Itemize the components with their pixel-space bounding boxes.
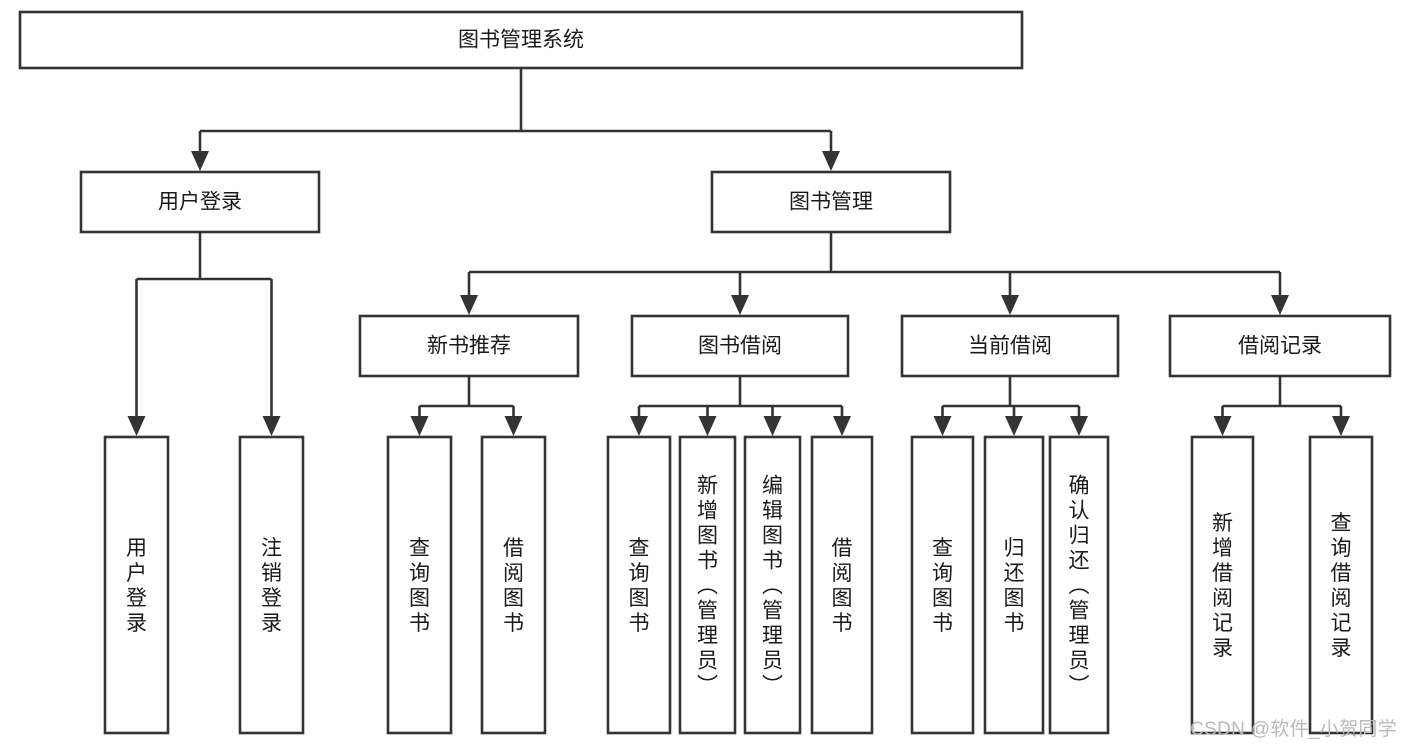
node-leaf-borrow-book-2[interactable]: 借阅图书 — [810, 435, 874, 735]
node-label-leaf-user-logout: 注销登录 — [261, 537, 282, 635]
node-leaf-add-book[interactable]: 新增图书︵管理员︶ — [678, 435, 737, 735]
connector-layer — [127, 68, 1350, 436]
node-leaf-query-book-3[interactable]: 查询图书 — [910, 435, 975, 735]
node-label-current-borrow: 当前借阅 — [968, 335, 1052, 358]
node-label-leaf-return-book: 归还图书 — [1004, 537, 1025, 635]
node-box-leaf-query-record — [1308, 435, 1374, 735]
node-box-user-login — [79, 170, 321, 234]
node-label-leaf-edit-book: 编辑图书︵管理员︶ — [762, 475, 783, 698]
node-layer: 图书管理系统用户登录图书管理新书推荐图书借阅当前借阅借阅记录用户登录注销登录查询… — [18, 10, 1392, 735]
node-box-current-borrow — [900, 314, 1120, 378]
node-leaf-user-logout[interactable]: 注销登录 — [238, 435, 305, 735]
node-box-leaf-query-book-1 — [386, 435, 453, 735]
node-box-leaf-add-record — [1190, 435, 1255, 735]
node-leaf-borrow-book-1[interactable]: 借阅图书 — [480, 435, 547, 735]
node-box-leaf-borrow-book-2 — [810, 435, 874, 735]
node-label-book-manage: 图书管理 — [789, 191, 873, 214]
node-box-leaf-borrow-book-1 — [480, 435, 547, 735]
node-label-leaf-add-record: 新增借阅记录 — [1212, 512, 1233, 660]
node-root[interactable]: 图书管理系统 — [18, 10, 1024, 70]
connector-group-book-borrow — [630, 376, 851, 436]
node-box-leaf-user-logout — [238, 435, 305, 735]
node-leaf-query-book-1[interactable]: 查询图书 — [386, 435, 453, 735]
connector-group-root — [191, 68, 840, 171]
node-book-borrow[interactable]: 图书借阅 — [630, 314, 850, 378]
node-leaf-confirm-return[interactable]: 确认归还︵管理员︶ — [1048, 435, 1110, 735]
node-box-book-manage — [710, 170, 952, 234]
node-box-leaf-add-book — [678, 435, 737, 735]
node-current-borrow[interactable]: 当前借阅 — [900, 314, 1120, 378]
node-box-book-borrow — [630, 314, 850, 378]
node-label-leaf-confirm-return: 确认归还︵管理员︶ — [1069, 475, 1090, 698]
node-box-new-book-rec — [358, 314, 580, 378]
node-leaf-return-book[interactable]: 归还图书 — [983, 435, 1045, 735]
node-label-book-borrow: 图书借阅 — [698, 335, 782, 358]
node-user-login[interactable]: 用户登录 — [79, 170, 321, 234]
connector-group-borrow-record — [1213, 376, 1350, 436]
node-box-leaf-edit-book — [743, 435, 802, 735]
node-label-leaf-borrow-book-2: 借阅图书 — [832, 537, 853, 635]
node-label-leaf-query-book-2: 查询图书 — [629, 537, 650, 635]
node-label-leaf-query-book-1: 查询图书 — [409, 537, 430, 635]
node-box-leaf-confirm-return — [1048, 435, 1110, 735]
node-borrow-record[interactable]: 借阅记录 — [1168, 314, 1392, 378]
node-label-leaf-borrow-book-1: 借阅图书 — [503, 537, 524, 635]
node-box-borrow-record — [1168, 314, 1392, 378]
connector-group-user-login — [127, 232, 281, 436]
connector-group-book-manage — [460, 232, 1289, 315]
node-leaf-query-book-2[interactable]: 查询图书 — [606, 435, 672, 735]
node-new-book-rec[interactable]: 新书推荐 — [358, 314, 580, 378]
node-label-leaf-user-login: 用户登录 — [126, 537, 147, 635]
node-label-leaf-query-book-3: 查询图书 — [932, 537, 953, 635]
watermark-label: CSDN @软件_小贺同学 — [1190, 719, 1397, 740]
node-box-leaf-query-book-3 — [910, 435, 975, 735]
node-label-user-login: 用户登录 — [158, 191, 242, 214]
node-label-new-book-rec: 新书推荐 — [427, 335, 511, 358]
node-book-manage[interactable]: 图书管理 — [710, 170, 952, 234]
node-box-root — [18, 10, 1024, 70]
node-leaf-add-record[interactable]: 新增借阅记录 — [1190, 435, 1255, 735]
node-label-leaf-query-record: 查询借阅记录 — [1331, 512, 1352, 660]
connector-group-new-book-rec — [410, 376, 523, 436]
node-label-root: 图书管理系统 — [458, 29, 584, 52]
node-box-leaf-return-book — [983, 435, 1045, 735]
node-box-leaf-query-book-2 — [606, 435, 672, 735]
node-label-leaf-add-book: 新增图书︵管理员︶ — [697, 475, 718, 698]
node-label-borrow-record: 借阅记录 — [1238, 335, 1322, 358]
node-leaf-edit-book[interactable]: 编辑图书︵管理员︶ — [743, 435, 802, 735]
node-leaf-user-login[interactable]: 用户登录 — [103, 435, 170, 735]
connector-group-current-borrow — [933, 376, 1088, 436]
node-box-leaf-user-login — [103, 435, 170, 735]
node-leaf-query-record[interactable]: 查询借阅记录 — [1308, 435, 1374, 735]
